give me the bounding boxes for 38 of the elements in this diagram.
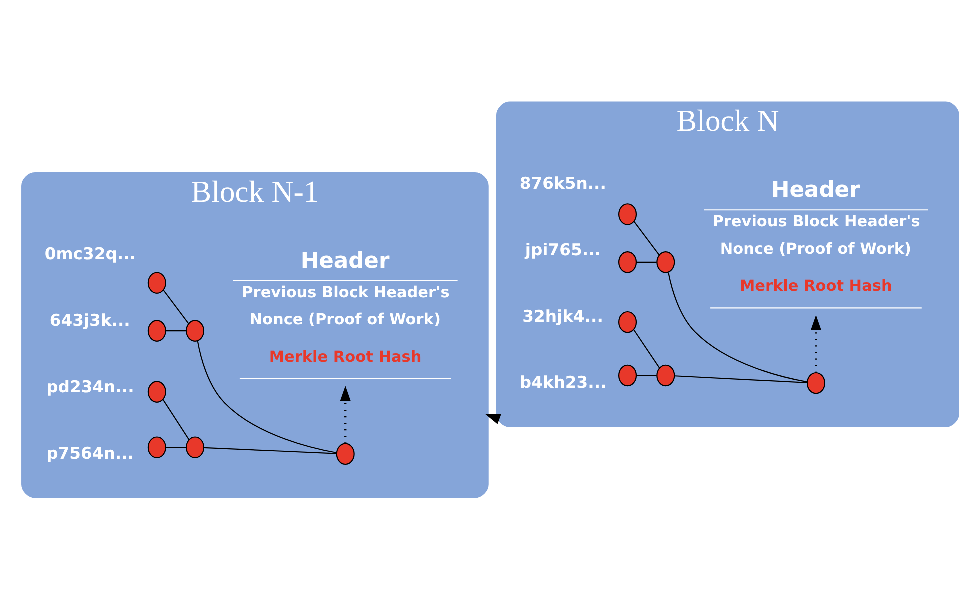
arrow xyxy=(340,386,350,444)
connector xyxy=(636,375,656,376)
node-label: Header xyxy=(771,178,860,204)
node-label: pd234n... xyxy=(46,378,134,397)
node-label: 32hjk4... xyxy=(522,306,603,326)
connector xyxy=(633,221,660,256)
connector xyxy=(166,447,186,448)
node-circle xyxy=(336,443,354,466)
node-circle xyxy=(656,252,675,274)
connector xyxy=(204,447,336,454)
node-circle xyxy=(147,320,166,342)
node-label: jpi765... xyxy=(524,240,600,260)
node-circle xyxy=(147,381,166,403)
connector xyxy=(196,341,337,454)
node-circle xyxy=(147,436,166,458)
connector xyxy=(632,329,660,368)
node-circle xyxy=(186,320,204,342)
node-label: 0mc32q... xyxy=(44,244,136,264)
node-circle xyxy=(618,364,637,387)
node-circle xyxy=(806,372,825,394)
node-circle xyxy=(656,364,675,387)
connector xyxy=(166,330,186,332)
node-label: 876k5n... xyxy=(519,174,606,193)
node-label: Header xyxy=(300,248,390,274)
connector xyxy=(162,290,189,324)
node-circle xyxy=(618,311,637,334)
node-circle xyxy=(186,436,204,458)
node-circle xyxy=(147,272,166,294)
connector xyxy=(668,272,808,383)
node-label: b4kh23... xyxy=(519,373,606,392)
node-circle xyxy=(618,204,637,226)
node-label: p7564n... xyxy=(46,444,134,464)
arrow xyxy=(810,315,822,373)
node-circle xyxy=(618,252,637,274)
connector xyxy=(636,262,656,263)
connector xyxy=(674,376,808,384)
connector xyxy=(162,399,190,440)
node-label: 643j3k... xyxy=(49,311,130,330)
